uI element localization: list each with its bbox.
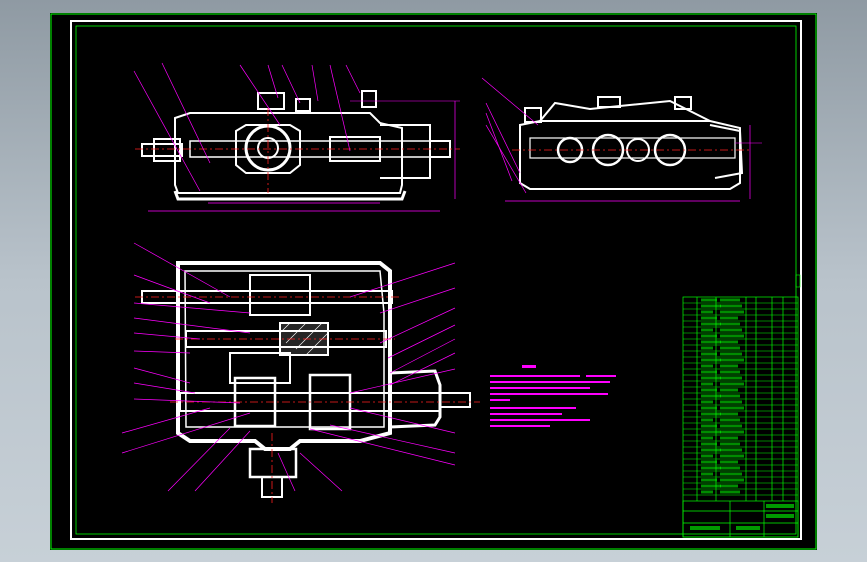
parts-row-text <box>720 478 744 482</box>
parts-row-text <box>701 370 717 374</box>
parts-row-text <box>701 316 717 320</box>
parts-row-text <box>720 376 742 380</box>
parts-row-text <box>720 346 740 350</box>
parts-row-text <box>720 358 744 362</box>
parts-row-text <box>701 394 721 398</box>
parts-row-text <box>720 310 744 314</box>
parts-row-text <box>720 304 742 308</box>
parts-row-text <box>720 316 738 320</box>
parts-row-text <box>720 466 740 470</box>
title-block <box>682 500 799 538</box>
parts-row-text <box>701 424 717 428</box>
parts-row-text <box>720 484 738 488</box>
parts-row-text <box>720 394 740 398</box>
parts-row-text <box>701 310 713 314</box>
parts-row-text <box>720 424 742 428</box>
parts-row-text <box>701 346 713 350</box>
parts-row-text <box>720 388 738 392</box>
parts-row-text <box>701 376 721 380</box>
parts-row-text <box>701 442 717 446</box>
parts-row-text <box>720 370 740 374</box>
parts-row-text <box>701 478 717 482</box>
sheet-frame <box>70 20 802 540</box>
parts-row-text <box>701 490 713 494</box>
parts-row-text <box>701 388 717 392</box>
parts-row-text <box>701 454 713 458</box>
parts-row-text <box>701 466 721 470</box>
parts-row-text <box>701 400 713 404</box>
parts-row-text <box>701 328 713 332</box>
parts-row-text <box>701 448 721 452</box>
parts-row-text <box>720 454 744 458</box>
cad-drawing <box>50 13 817 550</box>
parts-row-text <box>701 418 713 422</box>
parts-row-text <box>701 460 717 464</box>
parts-row-text <box>720 406 744 410</box>
parts-row-text <box>720 364 738 368</box>
parts-row-text <box>701 484 721 488</box>
parts-row-text <box>720 436 738 440</box>
parts-row-text <box>701 430 721 434</box>
parts-row-text <box>720 322 740 326</box>
parts-row-text <box>720 334 744 338</box>
parts-row-text <box>720 352 742 356</box>
parts-row-text <box>720 298 740 302</box>
parts-row-text <box>720 442 740 446</box>
parts-row-text <box>701 340 721 344</box>
cad-viewport[interactable] <box>50 13 817 550</box>
side-view <box>481 77 762 202</box>
parts-row-text <box>701 298 717 302</box>
parts-row-text <box>701 436 713 440</box>
parts-row-text <box>701 412 721 416</box>
parts-row-text <box>701 472 713 476</box>
parts-row-text <box>701 406 717 410</box>
sheet-inner-frame <box>75 25 797 535</box>
technical-notes <box>490 365 616 427</box>
parts-row-text <box>720 328 742 332</box>
parts-row-text <box>720 382 744 386</box>
top-section-view <box>121 242 480 503</box>
parts-row-text <box>720 418 740 422</box>
parts-row-text <box>701 382 713 386</box>
parts-row-text <box>720 472 742 476</box>
parts-row-text <box>720 430 744 434</box>
parts-row-text <box>720 400 742 404</box>
parts-row-text <box>720 340 738 344</box>
front-view <box>133 62 460 212</box>
parts-row-text <box>720 490 740 494</box>
parts-list-rows <box>683 298 798 496</box>
outer-border <box>50 13 817 550</box>
parts-row-text <box>701 304 721 308</box>
parts-row-text <box>701 358 721 362</box>
parts-row-text <box>701 364 713 368</box>
parts-row-text <box>720 412 738 416</box>
parts-row-text <box>720 460 738 464</box>
parts-row-text <box>701 322 721 326</box>
parts-row-text <box>701 352 717 356</box>
parts-row-text <box>720 448 742 452</box>
parts-row-text <box>701 334 717 338</box>
